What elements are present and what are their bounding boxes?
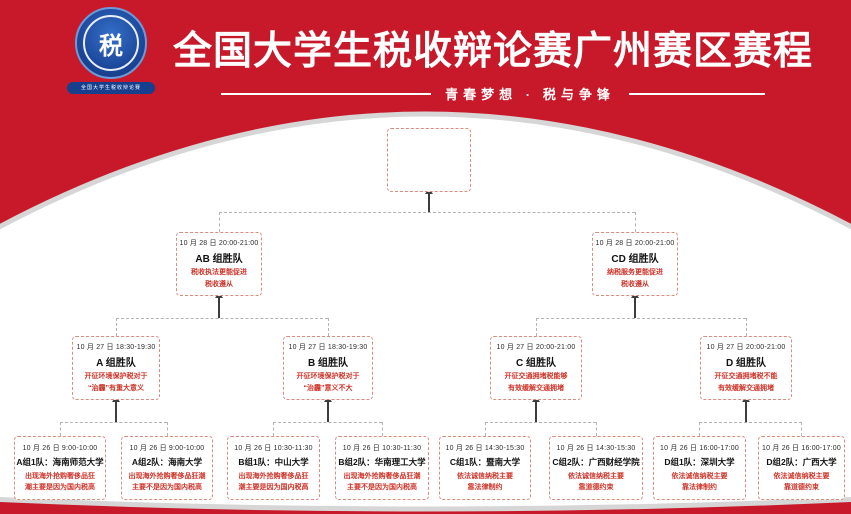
semi-box-ab: 10 月 28 日 20:00-21:00 AB 组胜队 税收执法更能促进 税收… <box>176 232 262 296</box>
match-team: A组2队：海南大学 <box>131 456 203 467</box>
rail-final <box>219 212 635 213</box>
drop-to-d1 <box>699 422 700 436</box>
arrow-up-cd <box>631 292 639 318</box>
match-team: C组2队：广西财经学院 <box>552 456 640 467</box>
match-topic: 依法诚信纳税主要 靠法律制约 <box>671 472 728 491</box>
match-date: 10 月 27 日 20:00-21:00 <box>496 344 576 352</box>
quarter-box-d: 10 月 27 日 20:00-21:00 D 组胜队 开征交通拥堵税不能 有效… <box>700 336 792 400</box>
r1-box-c1: 10 月 26 日 14:30-15:30 C组1队：暨南大学 依法诚信纳税主要… <box>439 436 531 500</box>
match-topic: 开征环境保护税对于 “治霾”有重大意义 <box>84 373 148 392</box>
subtitle-rule-right <box>628 92 765 95</box>
drop-to-a <box>116 318 117 336</box>
subtitle-rule-left <box>221 92 432 95</box>
match-team: B组2队：华南理工大学 <box>338 456 426 467</box>
quarter-box-a: 10 月 27 日 18:30-19:30 A 组胜队 开征环境保护税对于 “治… <box>72 336 160 400</box>
semi-box-cd: 10 月 28 日 20:00-21:00 CD 组胜队 纳税服务更能促进 税收… <box>592 232 678 296</box>
match-team: A 组胜队 <box>96 358 136 370</box>
drop-to-c1 <box>485 422 486 436</box>
drop-to-cd <box>635 212 636 232</box>
match-date: 10 月 28 日 20:00-21:00 <box>179 240 259 248</box>
arrow-up-a <box>112 396 120 422</box>
arrow-up-d <box>742 396 750 422</box>
r1-box-d1: 10 月 26 日 16:00-17:00 D组1队：深圳大学 依法诚信纳税主要… <box>653 436 746 500</box>
r1-box-a2: 10 月 26 日 9:00-10:00 A组2队：海南大学 出现海外抢购奢侈品… <box>121 436 213 500</box>
match-topic: 出现海外抢购奢侈品狂 潮主要是因为国内税高 <box>238 472 309 491</box>
match-date: 10 月 26 日 9:00-10:00 <box>22 444 98 452</box>
match-date: 10 月 26 日 14:30-15:30 <box>445 444 525 452</box>
match-team: D组2队：广西大学 <box>766 456 837 467</box>
match-team: C组1队：暨南大学 <box>449 456 521 467</box>
match-date: 10 月 26 日 16:00-17:00 <box>762 444 841 452</box>
match-date: 10 月 26 日 16:00-17:00 <box>660 444 739 452</box>
match-date: 10 月 27 日 20:00-21:00 <box>706 344 786 352</box>
quarter-box-c: 10 月 27 日 20:00-21:00 C 组胜队 开征交通拥堵税能够 有效… <box>490 336 582 400</box>
r1-box-d2: 10 月 26 日 16:00-17:00 D组2队：广西大学 依法诚信纳税主要… <box>758 436 845 500</box>
event-logo: 税 全国大学生税收辩论赛 <box>64 7 158 94</box>
arrow-up-b <box>324 396 332 422</box>
page-title: 全国大学生税收辩论赛广州赛区赛程 <box>172 30 813 73</box>
drop-to-b <box>328 318 329 336</box>
final-match-box <box>387 128 471 192</box>
match-topic: 开征环境保护税对于 “治霾”意义不大 <box>296 373 360 392</box>
logo-ribbon: 全国大学生税收辩论赛 <box>67 82 155 94</box>
header: 全国大学生税收辩论赛广州赛区赛程 青春梦想 · 税与争锋 <box>168 20 818 103</box>
match-team: CD 组胜队 <box>611 254 659 266</box>
match-date: 10 月 27 日 18:30-19:30 <box>76 344 156 352</box>
drop-to-c2 <box>596 422 597 436</box>
rail-ab <box>116 318 328 319</box>
drop-to-a2 <box>167 422 168 436</box>
rail-a <box>60 422 167 423</box>
match-topic: 开征交通拥堵税不能 有效缓解交通拥堵 <box>714 373 778 392</box>
match-team: A组1队：海南师范大学 <box>16 456 104 467</box>
drop-to-d <box>746 318 747 336</box>
match-topic: 开征交通拥堵税能够 有效缓解交通拥堵 <box>504 373 568 392</box>
match-team: D 组胜队 <box>726 358 766 370</box>
rail-cd <box>536 318 746 319</box>
drop-to-b2 <box>382 422 383 436</box>
logo-inner-ring: 税 <box>83 15 139 71</box>
drop-to-c <box>536 318 537 336</box>
rail-d <box>699 422 802 423</box>
match-date: 10 月 26 日 10:30-11:30 <box>234 444 313 452</box>
match-team: B组1队：中山大学 <box>238 456 309 467</box>
logo-tax-glyph: 税 <box>99 33 123 60</box>
match-topic: 出现海外抢购奢侈品狂潮 主要不是因为国内税高 <box>343 472 421 491</box>
match-topic: 依法诚信纳税主要 靠道德约束 <box>568 472 624 491</box>
match-date: 10 月 26 日 10:30-11:30 <box>342 444 422 452</box>
match-topic: 依法诚信纳税主要 靠法律制约 <box>457 472 513 491</box>
r1-box-a1: 10 月 26 日 9:00-10:00 A组1队：海南师范大学 出现海外抢购奢… <box>14 436 106 500</box>
match-team: D组1队：深圳大学 <box>664 456 735 467</box>
drop-to-ab <box>219 212 220 232</box>
arrow-up-final <box>425 188 433 212</box>
match-date: 10 月 27 日 18:30-19:30 <box>288 344 368 352</box>
arrow-up-c <box>532 396 540 422</box>
drop-to-a1 <box>60 422 61 436</box>
r1-box-b1: 10 月 26 日 10:30-11:30 B组1队：中山大学 出现海外抢购奢侈… <box>227 436 320 500</box>
match-date: 10 月 26 日 14:30-15:30 <box>556 444 636 452</box>
match-topic: 税收执法更能促进 税收遵从 <box>191 269 247 288</box>
page-subtitle: 青春梦想 · 税与争锋 <box>445 87 615 102</box>
match-topic: 出现海外抢购奢侈品狂 潮主要是因为国内税高 <box>25 472 95 491</box>
match-team: C 组胜队 <box>516 358 556 370</box>
drop-to-d2 <box>801 422 802 436</box>
match-date: 10 月 28 日 20:00-21:00 <box>595 240 675 248</box>
match-team: B 组胜队 <box>308 358 348 370</box>
rail-c <box>485 422 596 423</box>
subtitle-row: 青春梦想 · 税与争锋 <box>168 84 818 103</box>
logo-emblem-icon: 税 <box>75 7 147 79</box>
r1-box-c2: 10 月 26 日 14:30-15:30 C组2队：广西财经学院 依法诚信纳税… <box>549 436 643 500</box>
match-team: AB 组胜队 <box>195 254 243 266</box>
quarter-box-b: 10 月 27 日 18:30-19:30 B 组胜队 开征环境保护税对于 “治… <box>283 336 373 400</box>
match-topic: 依法诚信纳税主要 靠道德约束 <box>773 472 830 491</box>
match-topic: 纳税服务更能促进 税收遵从 <box>607 269 663 288</box>
arrow-up-ab <box>215 292 223 318</box>
rail-b <box>273 422 382 423</box>
match-date: 10 月 26 日 9:00-10:00 <box>129 444 205 452</box>
drop-to-b1 <box>273 422 274 436</box>
match-topic: 出现海外抢购奢侈品狂潮 主要不是因为国内税高 <box>128 472 206 491</box>
r1-box-b2: 10 月 26 日 10:30-11:30 B组2队：华南理工大学 出现海外抢购… <box>335 436 429 500</box>
